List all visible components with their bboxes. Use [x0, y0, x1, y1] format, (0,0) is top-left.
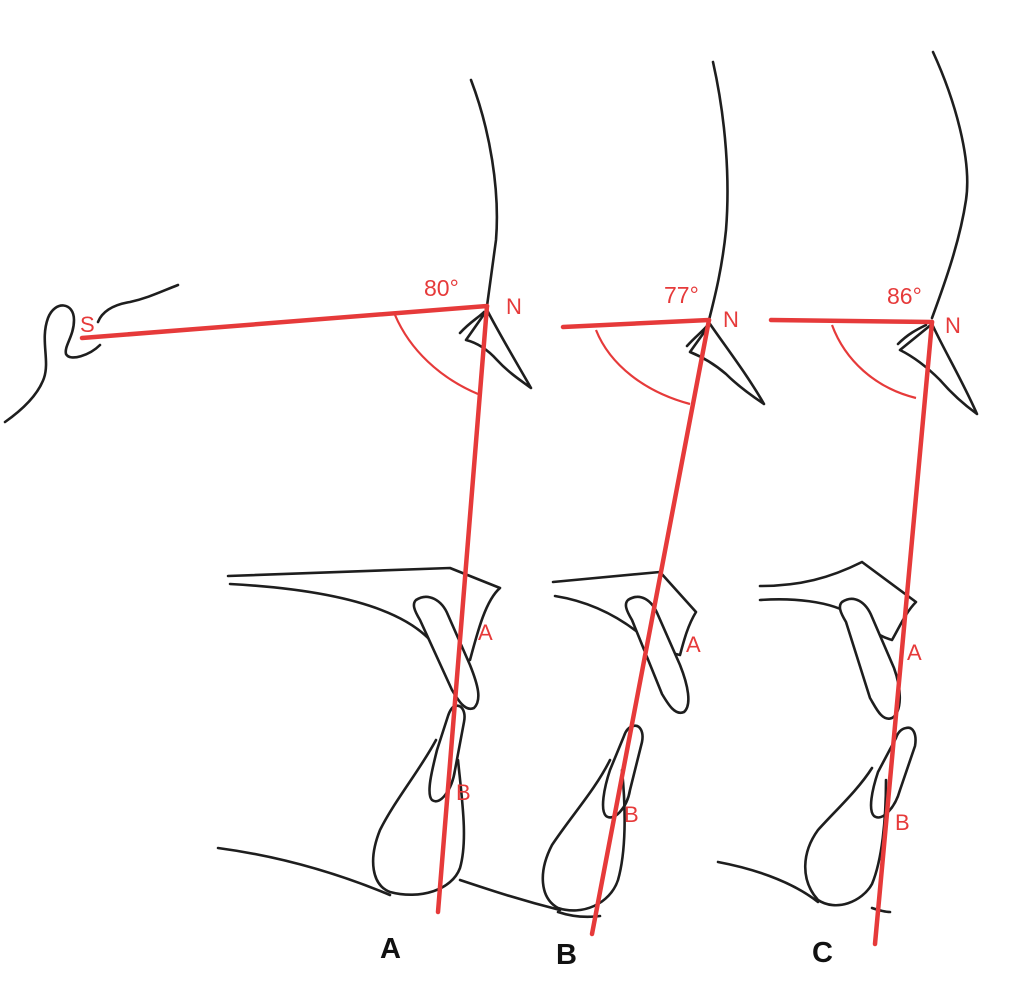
point-a-label-b: A: [686, 632, 701, 657]
maxilla-outline-b: [551, 570, 698, 657]
symphysis-outline-c: [803, 766, 888, 907]
panel-caption-c: C: [812, 937, 833, 969]
mandible-border-c: [716, 860, 892, 914]
panel-c: 86° N A B C: [716, 50, 979, 969]
nb-line-a: [435, 303, 490, 915]
panel-a: 80° S N A B A: [3, 78, 562, 965]
lower-incisor-c: [869, 726, 917, 819]
sn-line-a: [79, 303, 490, 341]
panel-caption-a: A: [380, 933, 401, 965]
point-a-label-a: A: [478, 620, 493, 645]
nb-line-b: [589, 317, 712, 937]
panel-b: 77° N A B B: [541, 60, 766, 971]
panel-caption-b: B: [556, 939, 577, 971]
symphysis-outline-a: [371, 738, 466, 896]
symphysis-outline-b: [541, 758, 626, 912]
upper-incisor-c: [838, 597, 902, 720]
angle-arc-c: [830, 324, 917, 400]
sn-line-b: [560, 317, 712, 330]
point-b-label-a: B: [456, 780, 471, 805]
nasal-bone-c: [896, 322, 979, 416]
maxilla-outline-c: [758, 560, 918, 642]
nasion-label-b: N: [723, 307, 739, 332]
nasion-label-a: N: [506, 294, 522, 319]
lower-incisor-a: [428, 704, 466, 803]
profile-outline-b: [707, 60, 729, 322]
angle-label-c: 86°: [887, 283, 922, 309]
nb-line-c: [872, 319, 935, 947]
sn-line-c: [768, 317, 935, 325]
point-b-label-b: B: [624, 802, 639, 827]
angle-label-b: 77°: [664, 282, 699, 308]
sella-label: S: [80, 312, 95, 337]
point-b-label-c: B: [895, 810, 910, 835]
angle-label-a: 80°: [424, 275, 459, 301]
angle-arc-a: [393, 314, 479, 396]
profile-outline-a: [469, 78, 499, 308]
upper-incisor-a: [412, 595, 480, 711]
nasion-label-c: N: [945, 313, 961, 338]
profile-outline-c: [930, 50, 969, 320]
angle-arc-b: [594, 329, 691, 406]
sella-clinoid-outline: [96, 283, 180, 324]
nasal-bone-a: [458, 308, 533, 390]
mandible-border-a: [216, 846, 562, 912]
point-a-label-c: A: [907, 640, 922, 665]
sella-turcica-outline: [3, 304, 102, 424]
